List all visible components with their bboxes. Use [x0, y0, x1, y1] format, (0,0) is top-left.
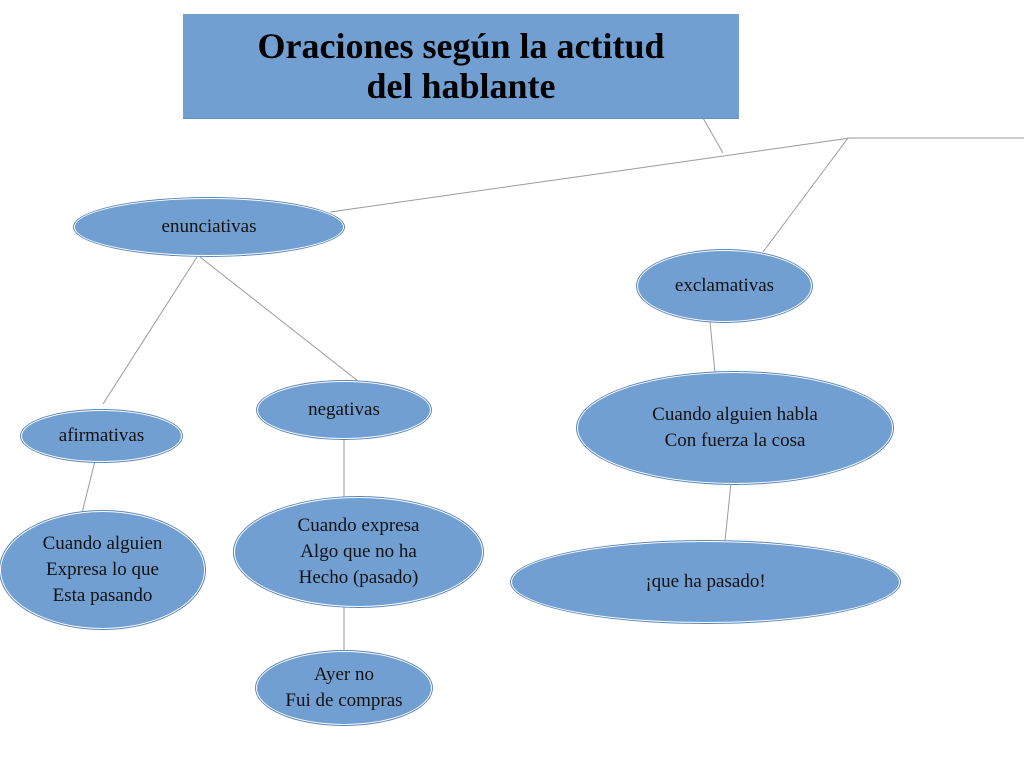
negativas-example-line-1: Ayer no — [314, 664, 374, 685]
connector-to-enunciativas — [329, 137, 851, 213]
exclamativas-desc-line-1: Cuando alguien habla — [652, 404, 818, 425]
title-line-2: del hablante — [366, 66, 556, 106]
node-negativas: negativas — [257, 381, 431, 439]
connector-exclamativas-example — [724, 482, 732, 542]
exclamativas-desc-line-2: Con fuerza la cosa — [664, 430, 806, 451]
node-enunciativas: enunciativas — [74, 198, 344, 256]
afirmativas-desc-line-1: Cuando alguien — [42, 533, 163, 554]
exclamativas-example-label: ¡que ha pasado! — [645, 571, 766, 592]
connector-exclamativas-desc — [709, 321, 716, 374]
diagram-title: Oraciones según la actitud del hablante — [183, 14, 739, 118]
afirmativas-desc-line-2: Expresa lo que — [46, 559, 159, 580]
title-line-1: Oraciones según la actitud — [257, 26, 665, 66]
node-exclamativas: exclamativas — [637, 250, 812, 322]
node-negativas-desc: Cuando expresa Algo que no ha Hecho (pas… — [234, 497, 483, 607]
connector-title-stub — [702, 117, 724, 154]
node-negativas-label: negativas — [308, 399, 380, 420]
node-enunciativas-label: enunciativas — [161, 216, 257, 237]
connector-enunciativas-afirmativas — [102, 256, 198, 405]
node-exclamativas-desc: Cuando alguien habla Con fuerza la cosa — [577, 372, 893, 484]
node-exclamativas-label: exclamativas — [674, 275, 775, 296]
node-negativas-example: Ayer no Fui de compras — [256, 651, 432, 725]
node-afirmativas-label: afirmativas — [58, 425, 145, 446]
node-exclamativas-example: ¡que ha pasado! — [511, 541, 900, 623]
node-afirmativas-desc: Cuando alguien Expresa lo que Esta pasan… — [0, 511, 205, 629]
negativas-desc-line-1: Cuando expresa — [297, 515, 420, 536]
negativas-desc-line-2: Algo que no ha — [300, 541, 417, 562]
node-afirmativas: afirmativas — [21, 410, 182, 462]
negativas-desc-line-3: Hecho (pasado) — [298, 567, 419, 588]
connector-enunciativas-negativas — [199, 256, 359, 382]
connector-to-exclamativas — [762, 137, 849, 253]
connector-afirmativas-desc — [81, 460, 96, 514]
negativas-example-line-2: Fui de compras — [285, 690, 403, 711]
afirmativas-desc-line-3: Esta pasando — [52, 585, 153, 606]
